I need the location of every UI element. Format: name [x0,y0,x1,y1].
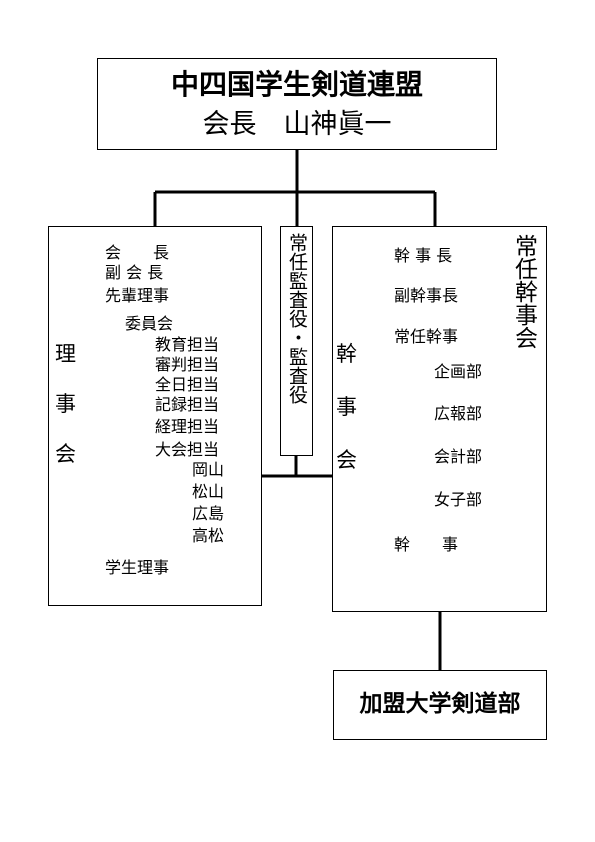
board-title-char: 会 [55,442,76,466]
exec-standing: 常任幹事 [394,327,459,346]
board-box [48,226,262,606]
committee-role: 大会担当 [155,440,220,459]
exec-department: 女子部 [434,490,483,509]
exec-department: 広報部 [434,404,483,423]
exec-chief: 幹 事 長 [394,246,453,265]
board-senior-directors: 先輩理事 [105,286,170,305]
committee-role: 経理担当 [155,417,220,436]
tournament-venue: 岡山 [192,460,225,479]
auditor-label: 常任監査役・監査役 [286,233,308,404]
exec-department: 会計部 [434,447,483,466]
auditor-box: 常任監査役・監査役 [280,226,313,456]
exec-vice-chief: 副幹事長 [394,286,459,305]
president-box: 中四国学生剣道連盟 会長 山神眞一 [97,58,497,150]
tournament-venue: 高松 [192,526,225,545]
org-name: 中四国学生剣道連盟 [170,68,423,101]
standing-council-label: 常任幹事会 [510,234,537,349]
member-clubs-label: 加盟大学剣道部 [359,691,521,717]
committee-role: 記録担当 [155,395,220,414]
committee-role: 全日担当 [155,375,220,394]
committee-role: 審判担当 [155,355,220,374]
tournament-venue: 広島 [192,504,225,523]
president-name: 会長 山神眞一 [202,109,392,140]
executive-box [332,226,547,612]
exec-title-char: 事 [336,395,357,419]
exec-title-char: 会 [336,448,357,472]
committee-role: 教育担当 [155,335,220,354]
board-committee: 委員会 [125,314,174,333]
board-student-directors: 学生理事 [105,558,170,577]
member-clubs-box: 加盟大学剣道部 [333,670,547,740]
exec-department: 企画部 [434,362,483,381]
board-president: 会 長 [105,243,170,262]
tournament-venue: 松山 [192,482,225,501]
exec-member: 幹 事 [394,535,459,554]
board-title-char: 理 [55,342,76,366]
board-title-char: 事 [55,392,76,416]
board-vice-president: 副 会 長 [105,263,164,282]
exec-title-char: 幹 [336,342,357,366]
